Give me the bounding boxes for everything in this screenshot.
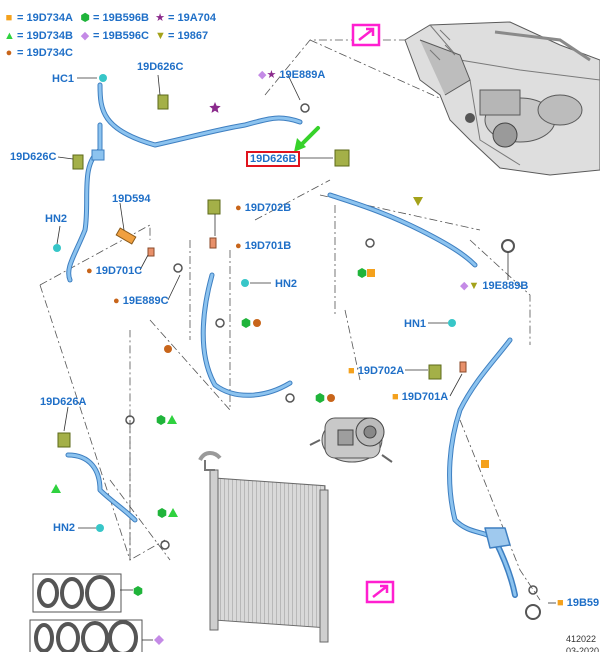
label-19d626c-left[interactable]: 19D626C: [10, 151, 57, 163]
violet-diamond-icon: ◆: [460, 280, 469, 292]
seal-kit-c: [29, 619, 143, 652]
label-19d594[interactable]: 19D594: [112, 193, 151, 205]
brown-circle-icon: ●: [235, 240, 242, 252]
green-hexagon-icon: [357, 268, 367, 278]
green-hexagon-icon: [157, 508, 167, 518]
purple-star-icon: ★: [155, 12, 165, 24]
condenser: [198, 451, 329, 643]
legend-item-19867: ▼= 19867: [155, 30, 209, 42]
olive-triangle-down-icon: ▼: [155, 30, 166, 42]
brown-circle-icon: ●: [5, 47, 13, 59]
brown-circle-icon: ●: [86, 265, 93, 277]
brown-circle-icon: [253, 319, 261, 327]
label-19d701a[interactable]: ■ 19D701A: [392, 391, 449, 403]
part-symbols: [51, 102, 489, 645]
legend-item-19D734A: ■= 19D734A: [5, 12, 73, 24]
brown-circle-icon: ●: [113, 295, 120, 307]
label-hn2-left[interactable]: HN2: [45, 213, 68, 225]
purple-star-icon: ★: [266, 69, 277, 81]
purple-star-icon: [209, 102, 221, 113]
orange-square-icon: ■: [557, 597, 564, 609]
reference-number: 412022: [566, 634, 597, 644]
compressor: [309, 417, 393, 463]
label-19d701b[interactable]: ● 19D701B: [235, 240, 292, 252]
green-hexagon-icon: [315, 393, 325, 403]
legend-item-19B596C: ◆= 19B596C: [80, 30, 149, 42]
jump-icon-bottom: [365, 580, 395, 604]
label-19d626a[interactable]: 19D626A: [40, 396, 87, 408]
green-triangle-icon: ▲: [4, 30, 15, 42]
legend-item-19D734B: ▲= 19D734B: [4, 30, 73, 42]
seal-kit-b: [32, 573, 122, 613]
label-19d701c[interactable]: ● 19D701C: [86, 265, 143, 277]
green-hexagon-icon: [156, 415, 166, 425]
orange-square-icon: ■: [5, 12, 13, 24]
orange-square-icon: [367, 269, 375, 277]
legend-item-19B596B: ⬢= 19B596B: [80, 12, 149, 24]
brown-circle-icon: [164, 345, 172, 353]
fittings: [53, 74, 541, 620]
green-arrow-icon: [294, 126, 320, 152]
label-19e889b[interactable]: ◆▼ 19E889B: [460, 280, 529, 292]
reference-date: 03-2020: [566, 646, 600, 652]
orange-square-icon: ■: [348, 365, 355, 377]
label-hn2-mid[interactable]: HN2: [275, 278, 298, 290]
label-19d626c-top[interactable]: 19D626C: [137, 61, 184, 73]
olive-triangle-down-icon: [413, 197, 423, 206]
label-19d702a[interactable]: ■ 19D702A: [348, 365, 405, 377]
leader-lines: [39, 39, 600, 601]
jump-icon-top: [351, 23, 381, 47]
label-19d626b-highlighted[interactable]: 19D626B: [246, 151, 301, 167]
legend-item-19D734C: ●= 19D734C: [5, 47, 73, 59]
violet-diamond-icon: [154, 635, 164, 645]
refrigerant-pipes: [65, 82, 518, 598]
green-triangle-icon: [168, 508, 178, 517]
label-ticks: [56, 74, 556, 641]
label-19e889c[interactable]: ● 19E889C: [113, 295, 169, 307]
violet-diamond-icon: ◆: [258, 69, 267, 81]
label-19e889a[interactable]: ◆★ 19E889A: [258, 69, 326, 81]
green-hexagon-icon: [133, 586, 143, 596]
label-hn1[interactable]: HN1: [404, 318, 427, 330]
green-triangle-icon: [51, 484, 61, 493]
legend-item-19A704: ★= 19A704: [155, 12, 217, 24]
green-triangle-icon: [167, 415, 177, 424]
orange-square-icon: ■: [392, 391, 399, 403]
green-hexagon-icon: ⬢: [80, 12, 90, 24]
green-hexagon-icon: [241, 318, 251, 328]
label-hn2-bottom[interactable]: HN2: [53, 522, 76, 534]
olive-triangle-down-icon: ▼: [468, 280, 480, 292]
brown-circle-icon: ●: [235, 202, 242, 214]
violet-diamond-icon: ◆: [80, 30, 90, 42]
hvac-housing: [404, 21, 600, 176]
label-hc1[interactable]: HC1: [52, 73, 75, 85]
orange-square-icon: [481, 460, 489, 468]
brown-circle-icon: [327, 394, 335, 402]
label-19b59[interactable]: ■ 19B59: [557, 597, 600, 609]
label-19d702b[interactable]: ● 19D702B: [235, 202, 292, 214]
